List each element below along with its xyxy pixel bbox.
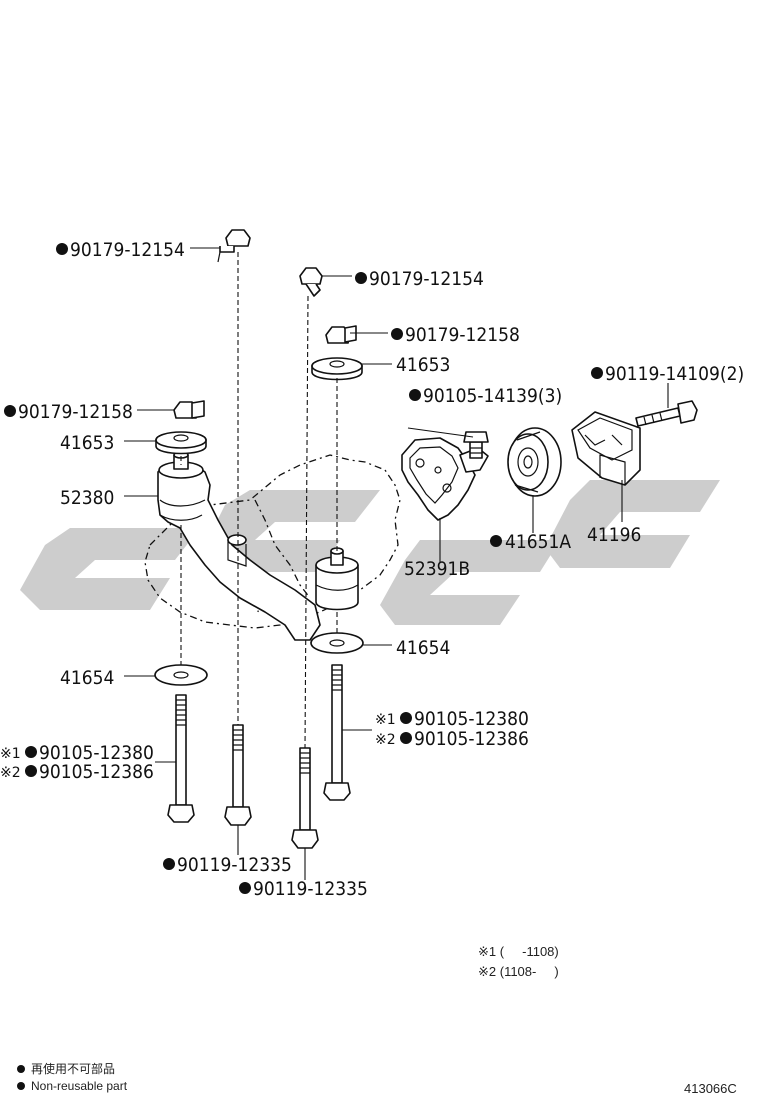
legend-dot bbox=[17, 1082, 25, 1090]
label-90179-12154-left: 90179-12154 bbox=[70, 239, 185, 261]
mark-note1: ※1 bbox=[0, 746, 21, 762]
legend-line-1: 再使用不可部品 bbox=[31, 1061, 115, 1076]
label-90179-12158-left: 90179-12158 bbox=[18, 401, 133, 423]
non-reusable-dot bbox=[25, 765, 37, 777]
note-1: ※1 ( -1108) bbox=[478, 944, 559, 959]
label-52380: 52380 bbox=[60, 487, 114, 509]
legend-dot bbox=[17, 1065, 25, 1073]
bracket-52380 bbox=[157, 451, 321, 641]
label-90119-12335-left: 90119-12335 bbox=[177, 854, 292, 876]
label-90105-14139: 90105-14139(3) bbox=[423, 385, 562, 407]
non-reusable-dot bbox=[239, 882, 251, 894]
label-90105-12380-center: 90105-12380 bbox=[414, 708, 529, 730]
mark-note1: ※1 bbox=[375, 712, 396, 728]
non-reusable-dot bbox=[391, 328, 403, 340]
label-41654-left: 41654 bbox=[60, 667, 114, 689]
label-41653-left: 41653 bbox=[60, 432, 114, 454]
non-reusable-dot bbox=[25, 746, 37, 758]
label-90179-12154-center: 90179-12154 bbox=[369, 268, 484, 290]
legend-line-2: Non-reusable part bbox=[31, 1079, 128, 1093]
bolt-90119-14109 bbox=[635, 400, 698, 427]
label-41654-center: 41654 bbox=[396, 637, 450, 659]
label-52391B: 52391B bbox=[404, 558, 470, 580]
bolt-90119-12335-center bbox=[291, 747, 319, 849]
non-reusable-dot bbox=[355, 272, 367, 284]
leader-lines bbox=[124, 247, 669, 880]
bushing-41651A bbox=[507, 427, 562, 497]
label-90105-12386-center: 90105-12386 bbox=[414, 728, 529, 750]
label-41651A: 41651A bbox=[505, 531, 571, 553]
diagram-code: 413066C bbox=[684, 1081, 737, 1096]
label-90105-12380-left: 90105-12380 bbox=[39, 742, 154, 764]
bolt-90179-12154-left bbox=[217, 229, 251, 263]
label-90119-14109: 90119-14109(2) bbox=[605, 363, 744, 385]
non-reusable-dot bbox=[400, 712, 412, 724]
label-90105-12386-left: 90105-12386 bbox=[39, 761, 154, 783]
part-labels: 90179-12154 90179-12154 90179-12158 4165… bbox=[0, 239, 744, 900]
washer-41653-left bbox=[155, 431, 207, 455]
mark-note2: ※2 bbox=[0, 765, 21, 781]
washer-41654-left bbox=[154, 664, 208, 686]
alignment-lines bbox=[180, 252, 338, 749]
non-reusable-dot bbox=[591, 367, 603, 379]
non-reusable-dot bbox=[409, 389, 421, 401]
non-reusable-dot bbox=[163, 858, 175, 870]
non-reusable-dot bbox=[400, 732, 412, 744]
legend: 再使用不可部品 Non-reusable part bbox=[17, 1061, 128, 1093]
non-reusable-dot bbox=[4, 405, 16, 417]
note-2: ※2 (1108- ) bbox=[478, 964, 559, 979]
label-90179-12158-center: 90179-12158 bbox=[405, 324, 520, 346]
label-41653-center: 41653 bbox=[396, 354, 450, 376]
washer-41653-center bbox=[311, 357, 363, 381]
applicability-notes: ※1 ( -1108) ※2 (1108- ) bbox=[478, 944, 559, 979]
mount-center bbox=[315, 547, 359, 611]
bolt-lower-center bbox=[323, 664, 351, 801]
mark-note2: ※2 bbox=[375, 732, 396, 748]
non-reusable-dot bbox=[490, 535, 502, 547]
bracket-41196 bbox=[571, 411, 641, 486]
label-41196: 41196 bbox=[587, 524, 641, 546]
nut-90179-12158-left bbox=[173, 400, 205, 419]
non-reusable-dot bbox=[56, 243, 68, 255]
label-90119-12335-center: 90119-12335 bbox=[253, 878, 368, 900]
bolt-lower-left bbox=[167, 694, 195, 823]
bolt-90105-14139 bbox=[463, 431, 489, 459]
watermark-logo bbox=[20, 480, 720, 625]
nut-90179-12158-center bbox=[325, 325, 357, 344]
washer-41654-center bbox=[310, 632, 364, 654]
bolt-90179-12154-center bbox=[299, 267, 323, 297]
bolt-90119-12335-left bbox=[224, 724, 252, 826]
